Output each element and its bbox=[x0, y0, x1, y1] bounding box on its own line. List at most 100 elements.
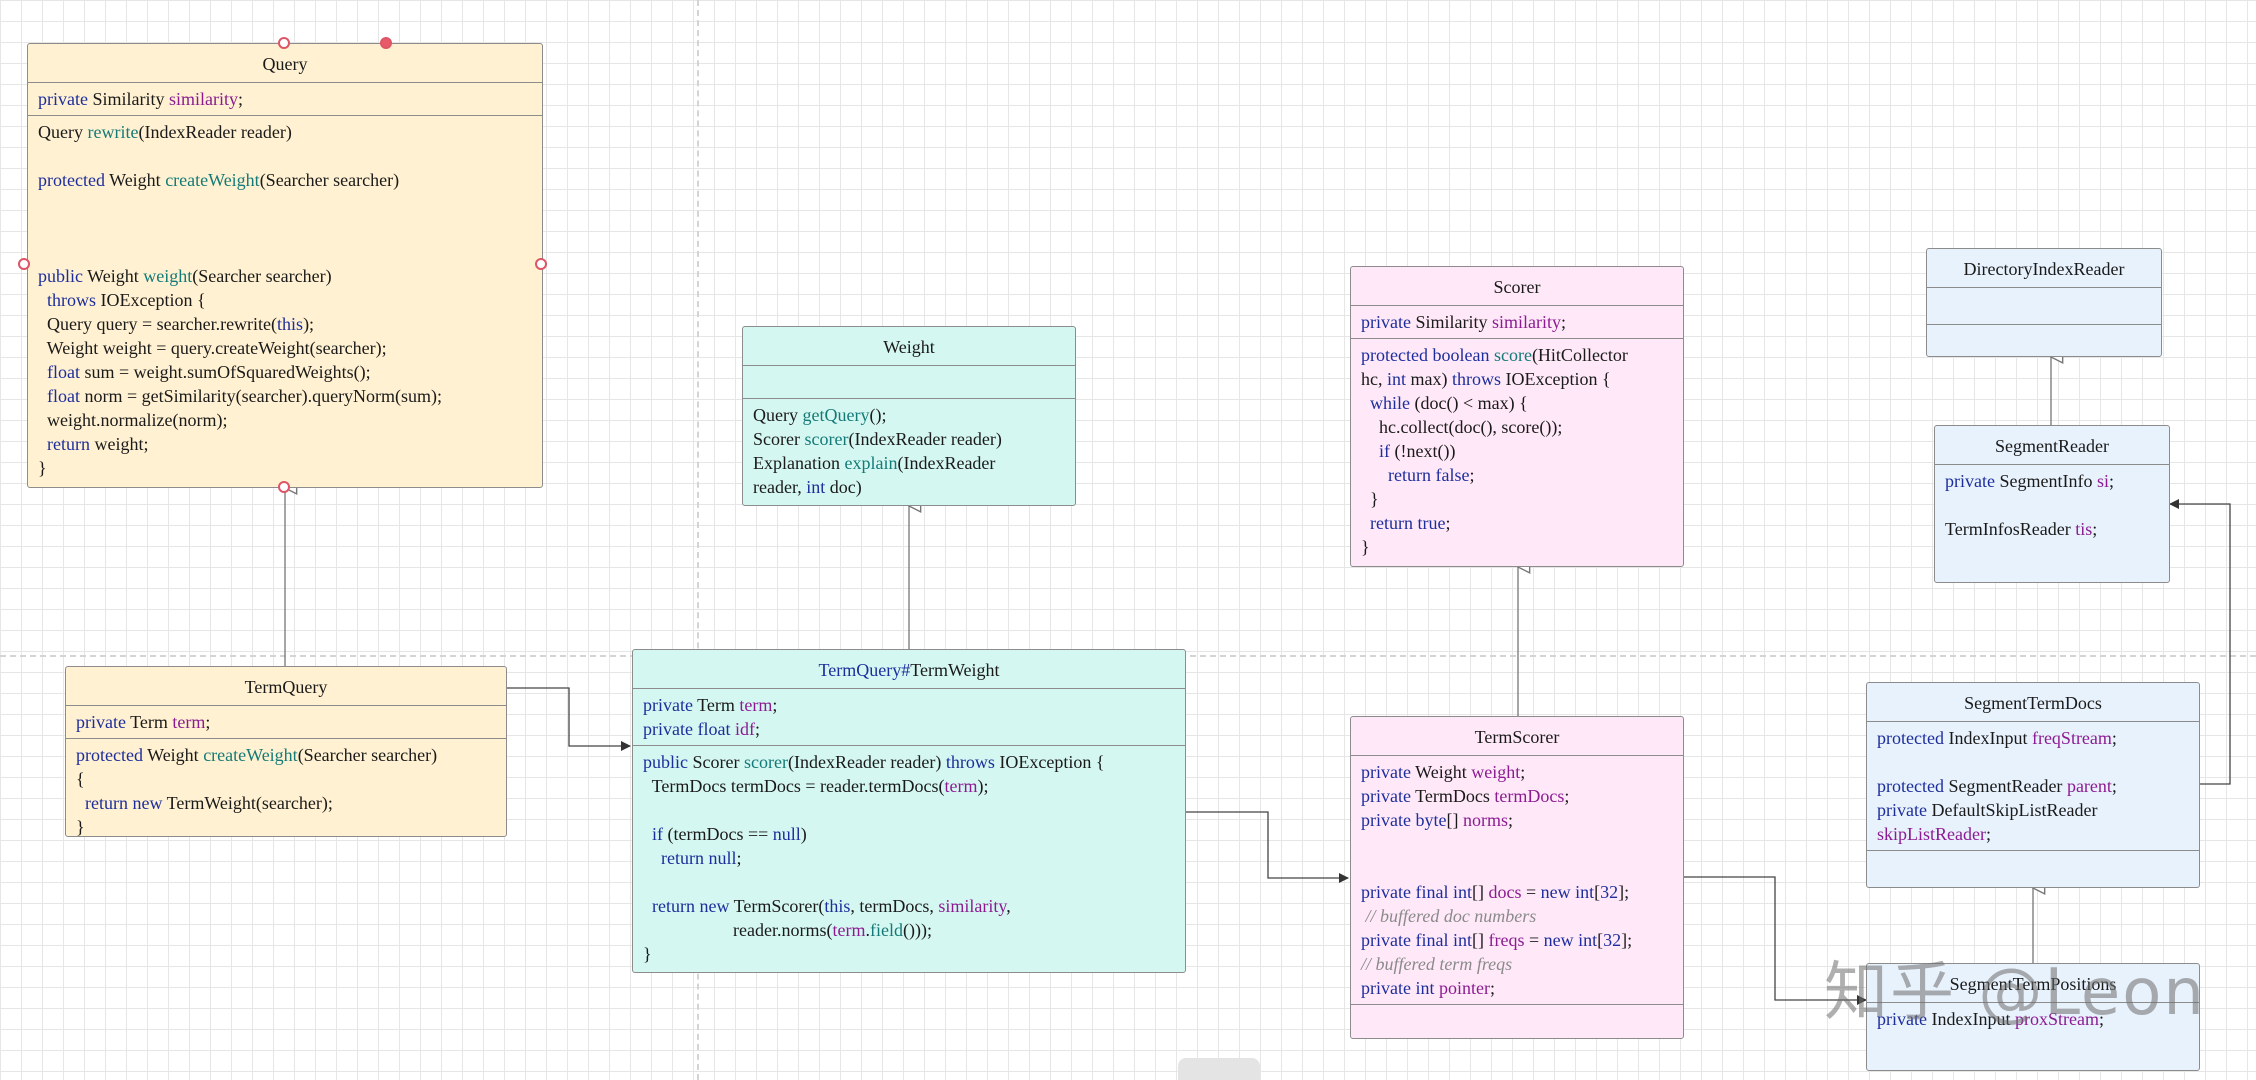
class-query[interactable]: Query private Similarity similarity; Que… bbox=[27, 43, 543, 488]
code-token: private bbox=[1361, 312, 1416, 332]
code-line: // buffered doc numbers bbox=[1361, 904, 1673, 928]
code-token: TermInfosReader bbox=[1945, 519, 2076, 539]
code-token: int bbox=[806, 477, 830, 497]
code-line: TermDocs termDocs = reader.termDocs(term… bbox=[643, 774, 1175, 798]
methods-section bbox=[1867, 851, 2199, 883]
code-token: final bbox=[1415, 882, 1453, 902]
class-termscorer[interactable]: TermScorer private Weight weight;private… bbox=[1350, 716, 1684, 1039]
code-line: hc, int max) throws IOException { bbox=[1361, 367, 1673, 391]
code-token: IOException { bbox=[1505, 369, 1611, 389]
code-token: ; bbox=[1560, 312, 1566, 332]
code-token: IOException { bbox=[999, 752, 1105, 772]
code-token: term bbox=[832, 920, 866, 940]
code-line: float norm = getSimilarity(searcher).que… bbox=[38, 384, 532, 408]
code-token: ())); bbox=[902, 920, 932, 940]
class-scorer[interactable]: Scorer private Similarity similarity; pr… bbox=[1350, 266, 1684, 567]
code-token: int bbox=[1452, 882, 1472, 902]
code-token: protected bbox=[1361, 345, 1433, 365]
code-line: return weight; bbox=[38, 432, 532, 456]
code-token: TermWeight(searcher); bbox=[166, 793, 333, 813]
code-token bbox=[38, 362, 47, 382]
code-token: { bbox=[76, 769, 85, 789]
code-token: // buffered doc numbers bbox=[1361, 906, 1537, 926]
code-token: Similarity bbox=[92, 89, 169, 109]
connection-handle[interactable] bbox=[278, 37, 290, 49]
code-token: ; bbox=[1490, 978, 1496, 998]
code-token: private bbox=[1361, 810, 1416, 830]
code-line: private final int[] docs = new int[32]; bbox=[1361, 880, 1673, 904]
code-token: ; bbox=[2108, 471, 2114, 491]
code-token: private bbox=[1361, 978, 1416, 998]
connection-handle[interactable] bbox=[278, 481, 290, 493]
code-token: Query query = searcher.rewrite( bbox=[38, 314, 278, 334]
code-token: Term bbox=[697, 695, 740, 715]
code-token: norm = getSimilarity(searcher).queryNorm… bbox=[84, 386, 443, 406]
code-token: norms bbox=[1462, 810, 1508, 830]
code-token: Weight bbox=[87, 266, 144, 286]
class-segmenttermpositions[interactable]: SegmentTermPositions private IndexInput … bbox=[1866, 963, 2200, 1071]
class-termweight[interactable]: TermQuery#TermWeight private Term term;p… bbox=[632, 649, 1186, 973]
class-weight[interactable]: Weight Query getQuery();Scorer scorer(In… bbox=[742, 326, 1076, 506]
connection-handle[interactable] bbox=[18, 258, 30, 270]
code-token: ]; bbox=[1621, 930, 1633, 950]
connection-handle[interactable] bbox=[535, 258, 547, 270]
code-token: skipListReader bbox=[1877, 824, 1986, 844]
code-token: private bbox=[643, 695, 698, 715]
code-token: protected bbox=[1877, 728, 1949, 748]
code-token: idf bbox=[734, 719, 755, 739]
code-token: float bbox=[47, 386, 85, 406]
code-line: hc.collect(doc(), score()); bbox=[1361, 415, 1673, 439]
code-token: } bbox=[1361, 537, 1370, 557]
code-token: ; bbox=[2092, 519, 2098, 539]
methods-section: Query rewrite(IndexReader reader)protect… bbox=[28, 116, 542, 484]
code-token: IOException { bbox=[100, 290, 206, 310]
fields-section bbox=[743, 366, 1075, 399]
methods-section: public Scorer scorer(IndexReader reader)… bbox=[633, 746, 1185, 970]
code-token: Weight bbox=[1415, 762, 1472, 782]
code-token: int bbox=[1452, 930, 1472, 950]
code-token: reader, bbox=[753, 477, 807, 497]
code-token: return bbox=[661, 848, 709, 868]
edge-termweight-to-termscorer[interactable] bbox=[1186, 811, 1349, 883]
code-token bbox=[1361, 393, 1370, 413]
code-token: ; bbox=[1520, 762, 1526, 782]
code-token: term bbox=[172, 712, 206, 732]
code-token: ; bbox=[772, 695, 778, 715]
code-line: private byte[] norms; bbox=[1361, 808, 1673, 832]
scroll-handle[interactable] bbox=[1178, 1058, 1260, 1080]
class-directoryindexreader[interactable]: DirectoryIndexReader bbox=[1926, 248, 2162, 357]
code-token: [ bbox=[1597, 930, 1604, 950]
code-token: private bbox=[1877, 1009, 1932, 1029]
code-token: , termDocs, bbox=[850, 896, 939, 916]
class-title: TermScorer bbox=[1351, 717, 1683, 756]
connection-handle-selected[interactable] bbox=[380, 37, 392, 49]
code-token: score bbox=[1493, 345, 1532, 365]
code-token: similarity bbox=[168, 89, 238, 109]
code-token: int bbox=[1575, 882, 1595, 902]
class-termquery[interactable]: TermQuery private Term term; protected W… bbox=[65, 666, 507, 837]
code-token: } bbox=[643, 944, 652, 964]
code-token: if bbox=[1379, 441, 1395, 461]
code-line: private TermDocs termDocs; bbox=[1361, 784, 1673, 808]
fields-section: private SegmentInfo si;TermInfosReader t… bbox=[1935, 465, 2169, 545]
code-line: private final int[] freqs = new int[32]; bbox=[1361, 928, 1673, 952]
code-line: throws IOException { bbox=[38, 288, 532, 312]
code-token: (); bbox=[869, 405, 887, 425]
class-title-prefix: TermQuery# bbox=[818, 660, 911, 680]
edge-termquery-to-termweight[interactable] bbox=[507, 687, 631, 751]
code-line: } bbox=[1361, 535, 1673, 559]
class-segmenttermdocs[interactable]: SegmentTermDocs protected IndexInput fre… bbox=[1866, 682, 2200, 888]
fields-section: private Similarity similarity; bbox=[28, 83, 542, 116]
code-token: (Searcher searcher) bbox=[192, 266, 332, 286]
code-token: return bbox=[47, 434, 95, 454]
class-segmentreader[interactable]: SegmentReader private SegmentInfo si;Ter… bbox=[1934, 425, 2170, 583]
code-token: new bbox=[1543, 930, 1579, 950]
code-line: } bbox=[38, 456, 532, 480]
code-token: 32 bbox=[1600, 882, 1619, 902]
code-token: protected bbox=[1877, 776, 1949, 796]
code-token: weight bbox=[1471, 762, 1521, 782]
code-line: weight.normalize(norm); bbox=[38, 408, 532, 432]
code-token: if bbox=[652, 824, 668, 844]
code-line: reader, int doc) bbox=[753, 475, 1065, 499]
code-line bbox=[1945, 493, 2159, 517]
